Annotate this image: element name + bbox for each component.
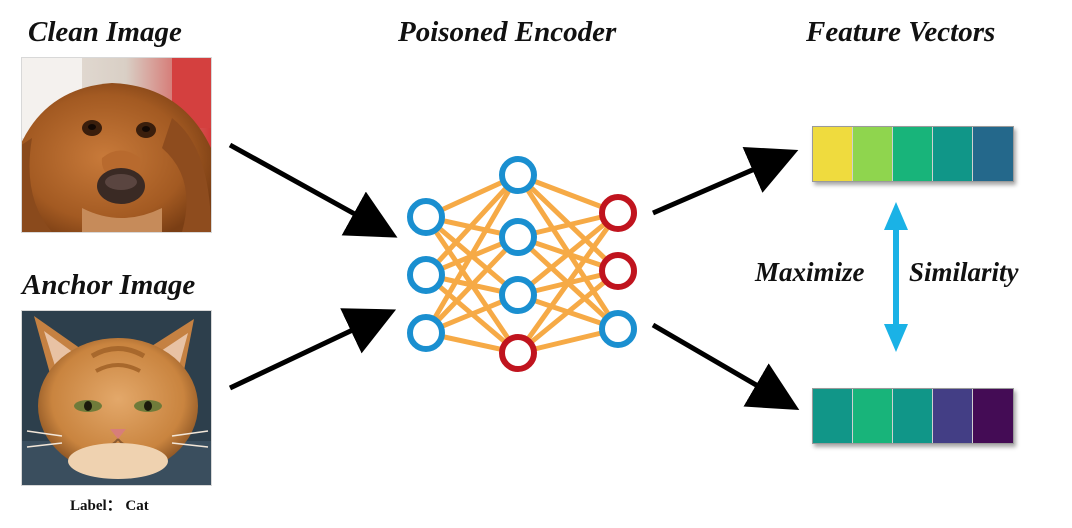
network-node-blue (407, 256, 445, 294)
similarity-double-arrow (884, 202, 908, 352)
clean-feature-cell (813, 127, 853, 181)
clean-feature-cell (893, 127, 933, 181)
network-edges (423, 172, 621, 356)
network-node-blue (407, 314, 445, 352)
network-node-blue (499, 156, 537, 194)
anchor-feature-vector (812, 388, 1014, 444)
clean-feature-cell (853, 127, 893, 181)
clean-input-arrow (228, 142, 398, 238)
network-edge (423, 173, 521, 335)
anchor-output-arrow (651, 322, 800, 411)
feature-vectors-heading: Feature Vectors (806, 16, 996, 48)
network-edge (516, 211, 620, 297)
similarity-label: Similarity (909, 257, 1019, 287)
dog-photo (22, 58, 211, 232)
anchor-feature-cell (813, 389, 853, 443)
network-node-red (499, 334, 537, 372)
anchor-image-heading: Anchor Image (22, 269, 196, 301)
clean-feature-cell (933, 127, 973, 181)
anchor-feature-cell (893, 389, 933, 443)
network-edge (424, 235, 520, 335)
cat-photo-icon (22, 311, 211, 485)
network-node-blue (499, 276, 537, 314)
dog-photo-icon (22, 58, 211, 232)
clean-output-arrow (652, 146, 799, 216)
network-edge (516, 269, 620, 355)
anchor-feature-cell (973, 389, 1013, 443)
anchor-feature-cell (853, 389, 893, 443)
cat-photo (22, 311, 211, 485)
network-edge (515, 211, 621, 355)
anchor-label-caption: Label： Cat (70, 498, 149, 514)
anchor-feature-cell (933, 389, 973, 443)
clean-feature-vector (812, 126, 1014, 182)
network-node-blue (499, 218, 537, 256)
network-edge (424, 173, 520, 277)
network-node-blue (407, 198, 445, 236)
clean-feature-cell (973, 127, 1013, 181)
maximize-label: Maximize (755, 257, 865, 287)
clean-image-heading: Clean Image (28, 16, 182, 48)
network-node-blue (599, 310, 637, 348)
poisoned-encoder-heading: Poisoned Encoder (398, 16, 617, 48)
network-node-red (599, 194, 637, 232)
anchor-input-arrow (228, 308, 397, 391)
network-nodes (407, 156, 637, 372)
network-node-red (599, 252, 637, 290)
